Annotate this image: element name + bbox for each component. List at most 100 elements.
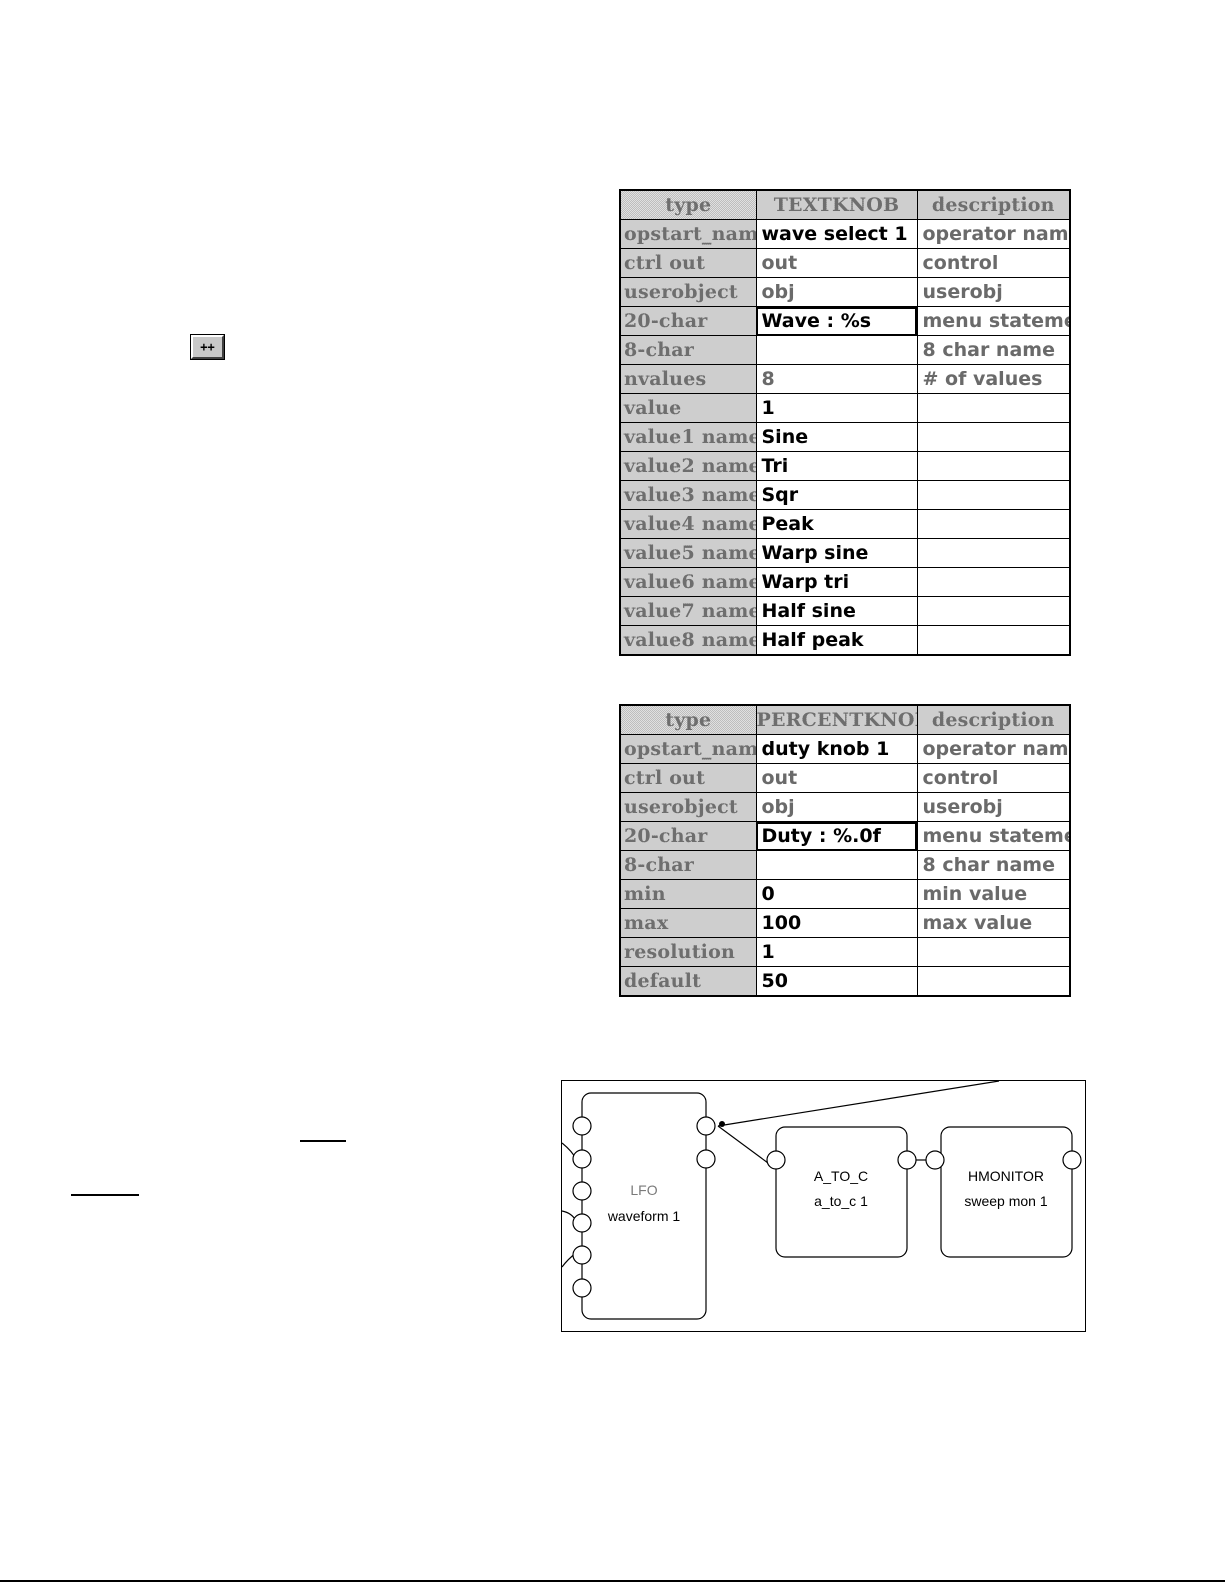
- block-diagram-panel: LFO waveform 1 A_TO_C a_to_c 1 HMONITOR: [561, 1080, 1086, 1332]
- hmonitor-output-port[interactable]: [1062, 1150, 1082, 1170]
- value-cell[interactable]: Tri: [755, 451, 918, 481]
- value-cell[interactable]: 1: [755, 937, 918, 967]
- description-cell: # of values: [916, 364, 1071, 394]
- page-bottom-rule: [0, 1580, 1225, 1582]
- description-cell: [916, 966, 1071, 997]
- value-cell[interactable]: Half sine: [755, 596, 918, 626]
- value-cell[interactable]: Sine: [755, 422, 918, 452]
- underline-mark: [71, 1194, 139, 1196]
- description-cell: [916, 937, 1071, 967]
- table-row: value8 name Half peak: [619, 625, 1071, 656]
- table-row: userobject obj userobj: [619, 277, 1071, 307]
- row-label: 20-char: [619, 306, 757, 336]
- table-row: value5 name Warp sine: [619, 538, 1071, 568]
- table-row: ctrl out out control: [619, 763, 1071, 793]
- description-cell: menu stateme: [916, 306, 1071, 336]
- value-cell[interactable]: 0: [755, 879, 918, 909]
- add-button[interactable]: ++: [190, 334, 225, 360]
- table-row: 8-char 8 char name: [619, 850, 1071, 880]
- header-knob-type: PERCENTKNOB: [755, 704, 918, 735]
- table-row: max 100 max value: [619, 908, 1071, 938]
- table-row: value3 name Sqr: [619, 480, 1071, 510]
- value-cell[interactable]: obj: [755, 277, 918, 307]
- table-header-row: type TEXTKNOB description: [619, 189, 1071, 220]
- row-label: value2 name: [619, 451, 757, 481]
- hmonitor-type-label: HMONITOR: [968, 1168, 1044, 1184]
- selected-value-cell[interactable]: Wave : %s: [755, 306, 918, 336]
- hmonitor-block[interactable]: HMONITOR sweep mon 1: [940, 1126, 1073, 1258]
- description-cell: [916, 596, 1071, 626]
- a-to-c-block[interactable]: A_TO_C a_to_c 1: [775, 1126, 908, 1258]
- value-cell[interactable]: Half peak: [755, 625, 918, 656]
- value-cell[interactable]: duty knob 1: [755, 734, 918, 764]
- a-to-c-input-port[interactable]: [766, 1150, 786, 1170]
- table-row: 8-char 8 char name: [619, 335, 1071, 365]
- description-cell: control: [916, 248, 1071, 278]
- row-label: ctrl out: [619, 248, 757, 278]
- table-row: userobject obj userobj: [619, 792, 1071, 822]
- value-cell[interactable]: Sqr: [755, 480, 918, 510]
- description-cell: [916, 480, 1071, 510]
- a-to-c-name-label: a_to_c 1: [814, 1193, 868, 1209]
- row-label: value5 name: [619, 538, 757, 568]
- value-cell[interactable]: 8: [755, 364, 918, 394]
- row-label: 8-char: [619, 335, 757, 365]
- row-label: max: [619, 908, 757, 938]
- wire: [717, 1080, 1000, 1127]
- row-label: min: [619, 879, 757, 909]
- row-label: userobject: [619, 792, 757, 822]
- lfo-input-port[interactable]: [572, 1181, 592, 1201]
- lfo-type-label: LFO: [630, 1182, 657, 1198]
- table-row: value2 name Tri: [619, 451, 1071, 481]
- value-cell[interactable]: out: [755, 763, 918, 793]
- lfo-input-port[interactable]: [572, 1116, 592, 1136]
- row-label: userobject: [619, 277, 757, 307]
- description-cell: [916, 509, 1071, 539]
- value-cell[interactable]: Warp tri: [755, 567, 918, 597]
- lfo-input-port[interactable]: [572, 1149, 592, 1169]
- table-row: value7 name Half sine: [619, 596, 1071, 626]
- row-label: opstart_nam: [619, 734, 757, 764]
- value-cell[interactable]: Peak: [755, 509, 918, 539]
- description-cell: [916, 451, 1071, 481]
- value-cell[interactable]: out: [755, 248, 918, 278]
- description-cell: 8 char name: [916, 335, 1071, 365]
- lfo-output-port[interactable]: [696, 1116, 716, 1136]
- table-row: ctrl out out control: [619, 248, 1071, 278]
- table-row: resolution 1: [619, 937, 1071, 967]
- a-to-c-output-port[interactable]: [897, 1150, 917, 1170]
- value-cell[interactable]: [755, 850, 918, 880]
- a-to-c-type-label: A_TO_C: [814, 1168, 868, 1184]
- description-cell: [916, 567, 1071, 597]
- description-cell: operator name: [916, 734, 1071, 764]
- value-cell[interactable]: 1: [755, 393, 918, 423]
- value-cell[interactable]: 100: [755, 908, 918, 938]
- table-row: nvalues 8 # of values: [619, 364, 1071, 394]
- row-label: resolution: [619, 937, 757, 967]
- row-label: value6 name: [619, 567, 757, 597]
- lfo-input-port[interactable]: [572, 1213, 592, 1233]
- description-cell: userobj: [916, 277, 1071, 307]
- value-cell[interactable]: 50: [755, 966, 918, 997]
- table-row: opstart_nam wave select 1 operator name: [619, 219, 1071, 249]
- description-cell: userobj: [916, 792, 1071, 822]
- lfo-input-port[interactable]: [572, 1278, 592, 1298]
- diagram-canvas: LFO waveform 1 A_TO_C a_to_c 1 HMONITOR: [561, 1080, 1082, 1320]
- description-cell: max value: [916, 908, 1071, 938]
- hmonitor-input-port[interactable]: [925, 1150, 945, 1170]
- hmonitor-name-label: sweep mon 1: [964, 1193, 1047, 1209]
- header-description: description: [916, 704, 1071, 735]
- description-cell: control: [916, 763, 1071, 793]
- percentknob-table: type PERCENTKNOB description opstart_nam…: [619, 704, 1071, 997]
- value-cell[interactable]: Warp sine: [755, 538, 918, 568]
- lfo-output-port[interactable]: [696, 1149, 716, 1169]
- value-cell[interactable]: wave select 1: [755, 219, 918, 249]
- value-cell[interactable]: [755, 335, 918, 365]
- table-row: 20-char Duty : %.0f menu stateme: [619, 821, 1071, 851]
- selected-value-cell[interactable]: Duty : %.0f: [755, 821, 918, 851]
- lfo-input-port[interactable]: [572, 1245, 592, 1265]
- value-cell[interactable]: obj: [755, 792, 918, 822]
- row-label: value1 name: [619, 422, 757, 452]
- row-label: value7 name: [619, 596, 757, 626]
- lfo-block[interactable]: LFO waveform 1: [581, 1092, 707, 1320]
